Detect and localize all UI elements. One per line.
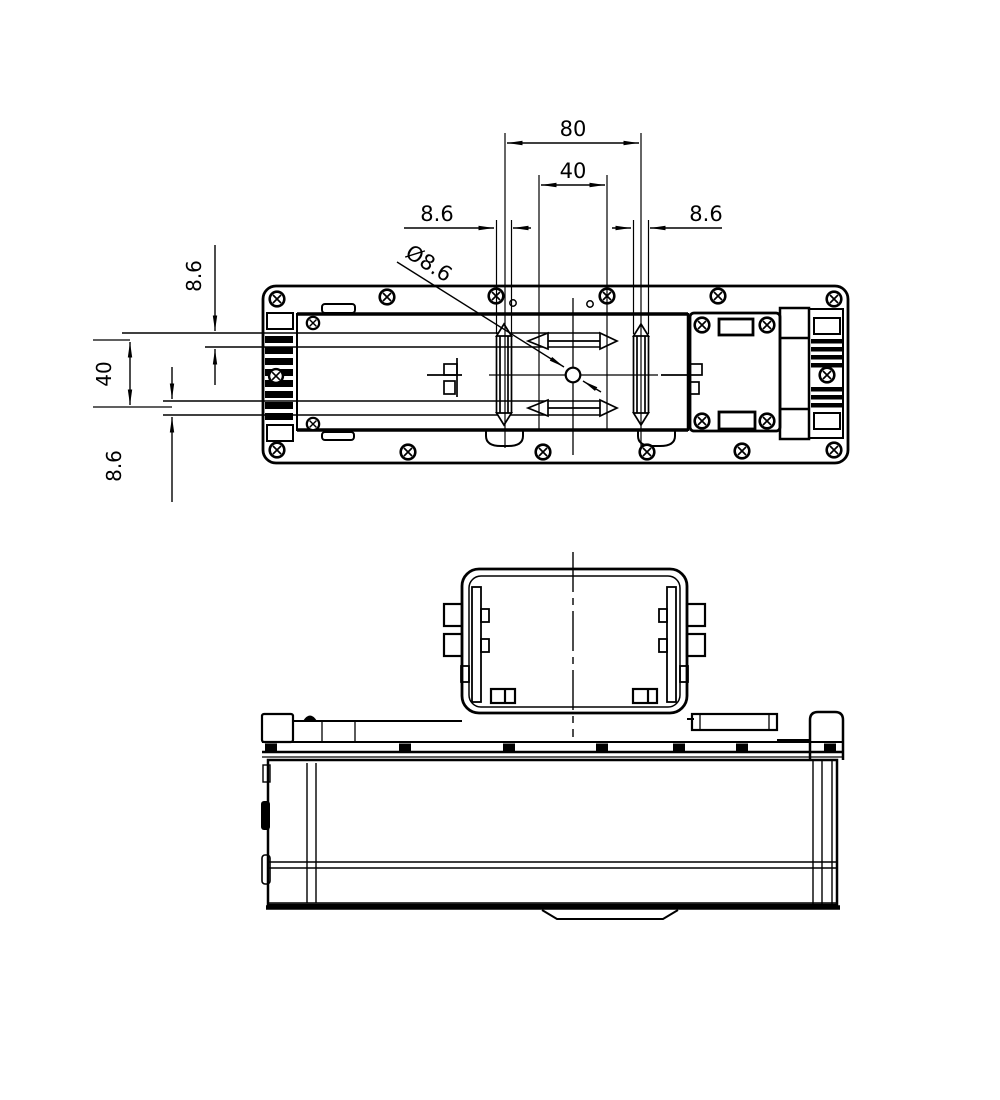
dim-8-6-side-top-label: 8.6 <box>182 260 206 292</box>
center-hole <box>564 366 582 384</box>
screw-icon <box>267 367 285 385</box>
extension-lines <box>93 133 650 448</box>
clip-right <box>661 363 703 395</box>
screw-icon <box>825 441 843 459</box>
pin-hole <box>509 299 517 307</box>
inner-cavity <box>296 312 690 432</box>
left-heatsink <box>265 312 294 442</box>
fins <box>811 339 842 408</box>
finned-block <box>808 308 844 439</box>
boss-right <box>637 430 676 447</box>
screw-icon <box>305 315 321 331</box>
screw-icon <box>638 443 656 461</box>
screw-icon <box>268 441 286 459</box>
bottom-tab <box>321 431 355 441</box>
top-view <box>122 284 850 465</box>
dim-40-side-label: 40 <box>92 361 116 386</box>
screw-icon <box>378 288 396 306</box>
horizontal-slot-bottom <box>525 398 619 418</box>
clip-left <box>427 358 462 397</box>
connector-bar <box>778 306 811 441</box>
screw-icon <box>733 442 751 460</box>
front-view <box>260 552 845 920</box>
connector-shell <box>442 567 707 715</box>
top-plate <box>260 710 845 760</box>
right-end-block <box>808 710 845 760</box>
connector-bumps <box>460 608 689 683</box>
screw-icon <box>305 416 321 432</box>
screw-icon <box>818 366 836 384</box>
body-box <box>261 758 840 920</box>
bottom-pad <box>541 909 679 920</box>
dim-8-6-side-bottom-label: 8.6 <box>102 450 126 482</box>
mounting-plate <box>688 311 782 433</box>
dim-8-6-left-label: 8.6 <box>420 202 453 226</box>
dim-80-label: 80 <box>560 117 587 141</box>
housing-outline <box>261 284 850 465</box>
screw-icon <box>534 443 552 461</box>
screw-icon <box>693 412 711 430</box>
screw-icon <box>758 316 776 334</box>
dim-diameter-leader <box>396 261 602 393</box>
screw-icon <box>709 287 727 305</box>
screw-icon <box>268 290 286 308</box>
screw-icon <box>693 316 711 334</box>
left-lower-bump <box>261 854 271 885</box>
dim-40-label: 40 <box>560 159 587 183</box>
flange-screw-marks <box>265 743 836 752</box>
screw-icon <box>399 443 417 461</box>
pin-hole <box>586 300 594 308</box>
screw-icon <box>758 412 776 430</box>
connector-lugs <box>442 602 707 658</box>
left-notch <box>262 764 271 783</box>
screw-icon <box>825 290 843 308</box>
top-tab <box>321 303 356 314</box>
screw-dome <box>303 715 317 721</box>
dim-diameter-label: Ø8.6 <box>401 240 456 287</box>
connector-feet <box>489 687 659 705</box>
left-bump <box>261 801 270 830</box>
flange-band <box>262 741 843 758</box>
horizontal-slot-top <box>525 331 619 351</box>
dim-8-6-right-label: 8.6 <box>689 202 722 226</box>
